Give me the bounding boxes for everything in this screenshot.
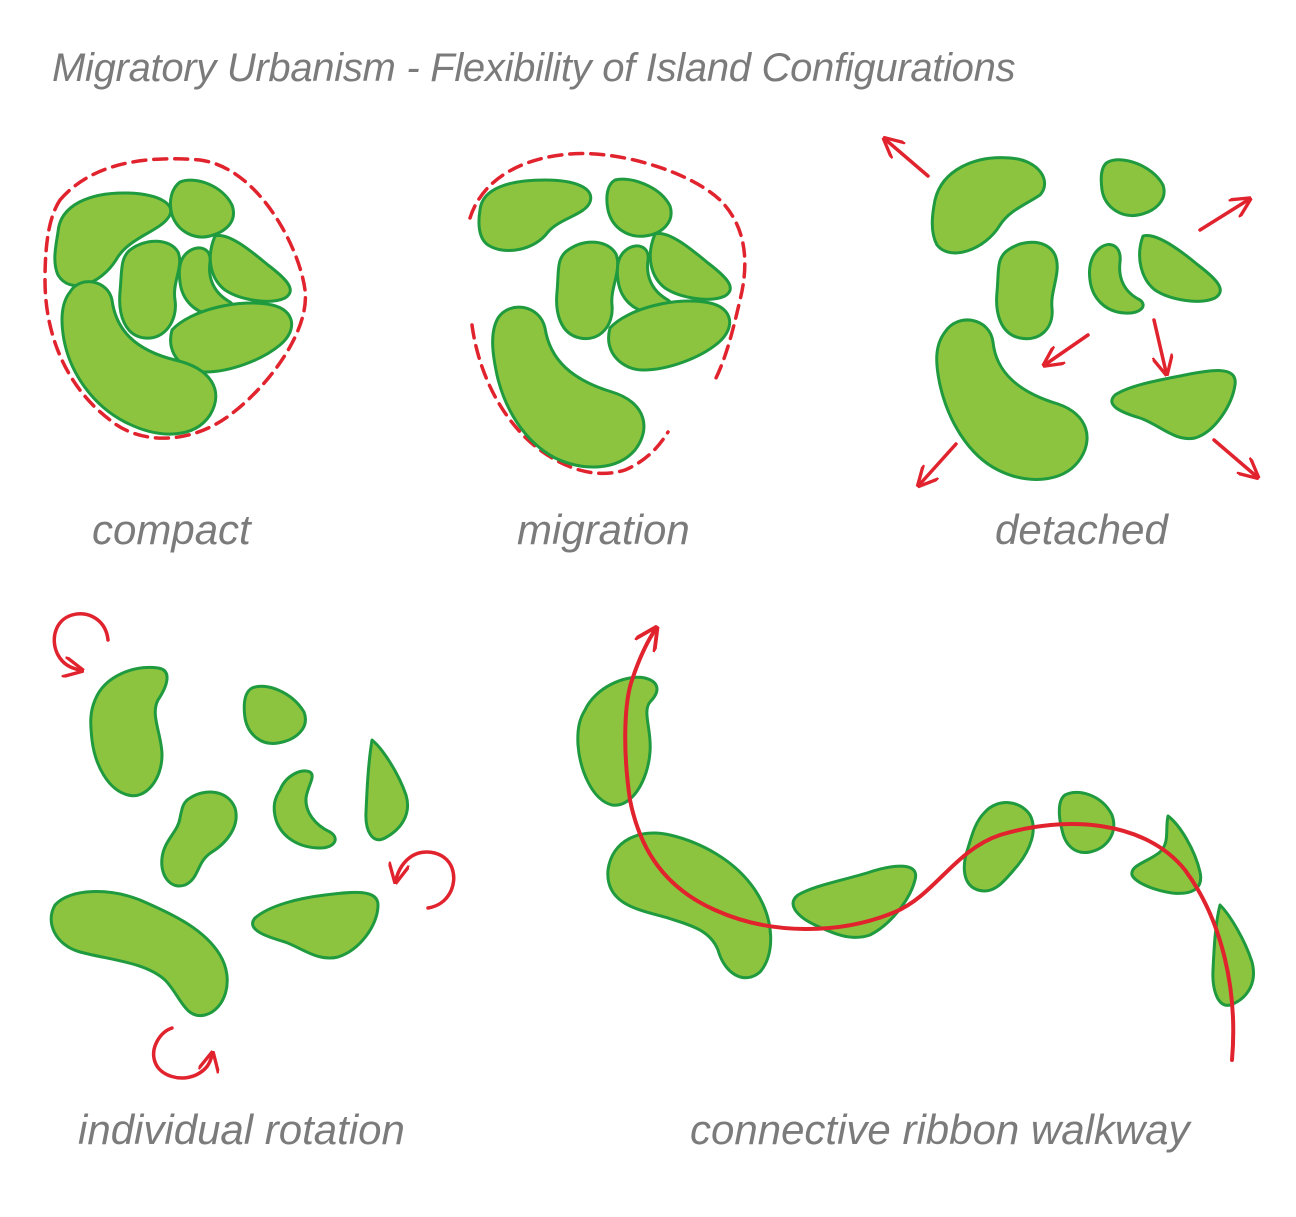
migration-boundary-upper	[468, 151, 747, 382]
island	[995, 240, 1059, 341]
island	[118, 239, 182, 340]
island	[160, 790, 238, 888]
ribbon-walkway-path	[623, 630, 1236, 1062]
island	[208, 233, 292, 303]
caption-detached: detached	[995, 506, 1168, 553]
island	[169, 301, 294, 374]
caption-compact: compact	[92, 506, 251, 553]
island	[364, 738, 409, 842]
island	[89, 665, 169, 798]
island	[576, 675, 659, 807]
island	[491, 305, 646, 469]
island	[1110, 369, 1237, 441]
island	[53, 191, 173, 288]
island	[935, 318, 1089, 481]
ribbon-panel	[576, 630, 1255, 1062]
island	[477, 178, 593, 253]
caption-connective-ribbon-walkway: connective ribbon walkway	[690, 1106, 1190, 1153]
island	[791, 864, 918, 939]
island	[1088, 243, 1145, 315]
island	[648, 231, 732, 301]
island	[60, 280, 218, 436]
island	[930, 156, 1047, 255]
island	[1138, 233, 1222, 303]
diagram-title: Migratory Urbanism - Flexibility of Isla…	[52, 46, 1016, 90]
island	[1057, 790, 1116, 855]
island	[605, 177, 673, 238]
island	[1099, 158, 1166, 218]
island	[555, 240, 620, 341]
rotation-arrow-top	[52, 612, 110, 670]
island	[607, 299, 732, 372]
compact-boundary	[43, 157, 308, 440]
arrow-northwest	[886, 140, 930, 178]
island	[242, 684, 307, 745]
arrow-northeast	[1198, 200, 1248, 232]
island	[1211, 903, 1255, 1007]
arrow-south-inner	[1154, 318, 1166, 372]
detached-panel	[886, 140, 1256, 484]
island	[962, 801, 1035, 893]
arrow-southeast	[1212, 438, 1256, 476]
rotation-panel	[49, 612, 456, 1080]
rotation-arrow-right	[396, 850, 456, 910]
compact-panel	[43, 157, 308, 440]
caption-migration: migration	[517, 506, 690, 553]
caption-individual-rotation: individual rotation	[78, 1106, 405, 1153]
island	[168, 178, 235, 239]
migration-boundary-lower	[470, 323, 670, 476]
migration-panel	[468, 151, 747, 476]
island	[251, 890, 380, 960]
arrow-southwest-outer	[920, 442, 958, 484]
island	[606, 831, 773, 980]
rotation-arrow-bottom	[152, 1026, 212, 1080]
island	[272, 769, 337, 850]
arrow-southwest-inner	[1046, 333, 1090, 364]
island	[49, 890, 229, 1018]
island	[1130, 814, 1203, 895]
